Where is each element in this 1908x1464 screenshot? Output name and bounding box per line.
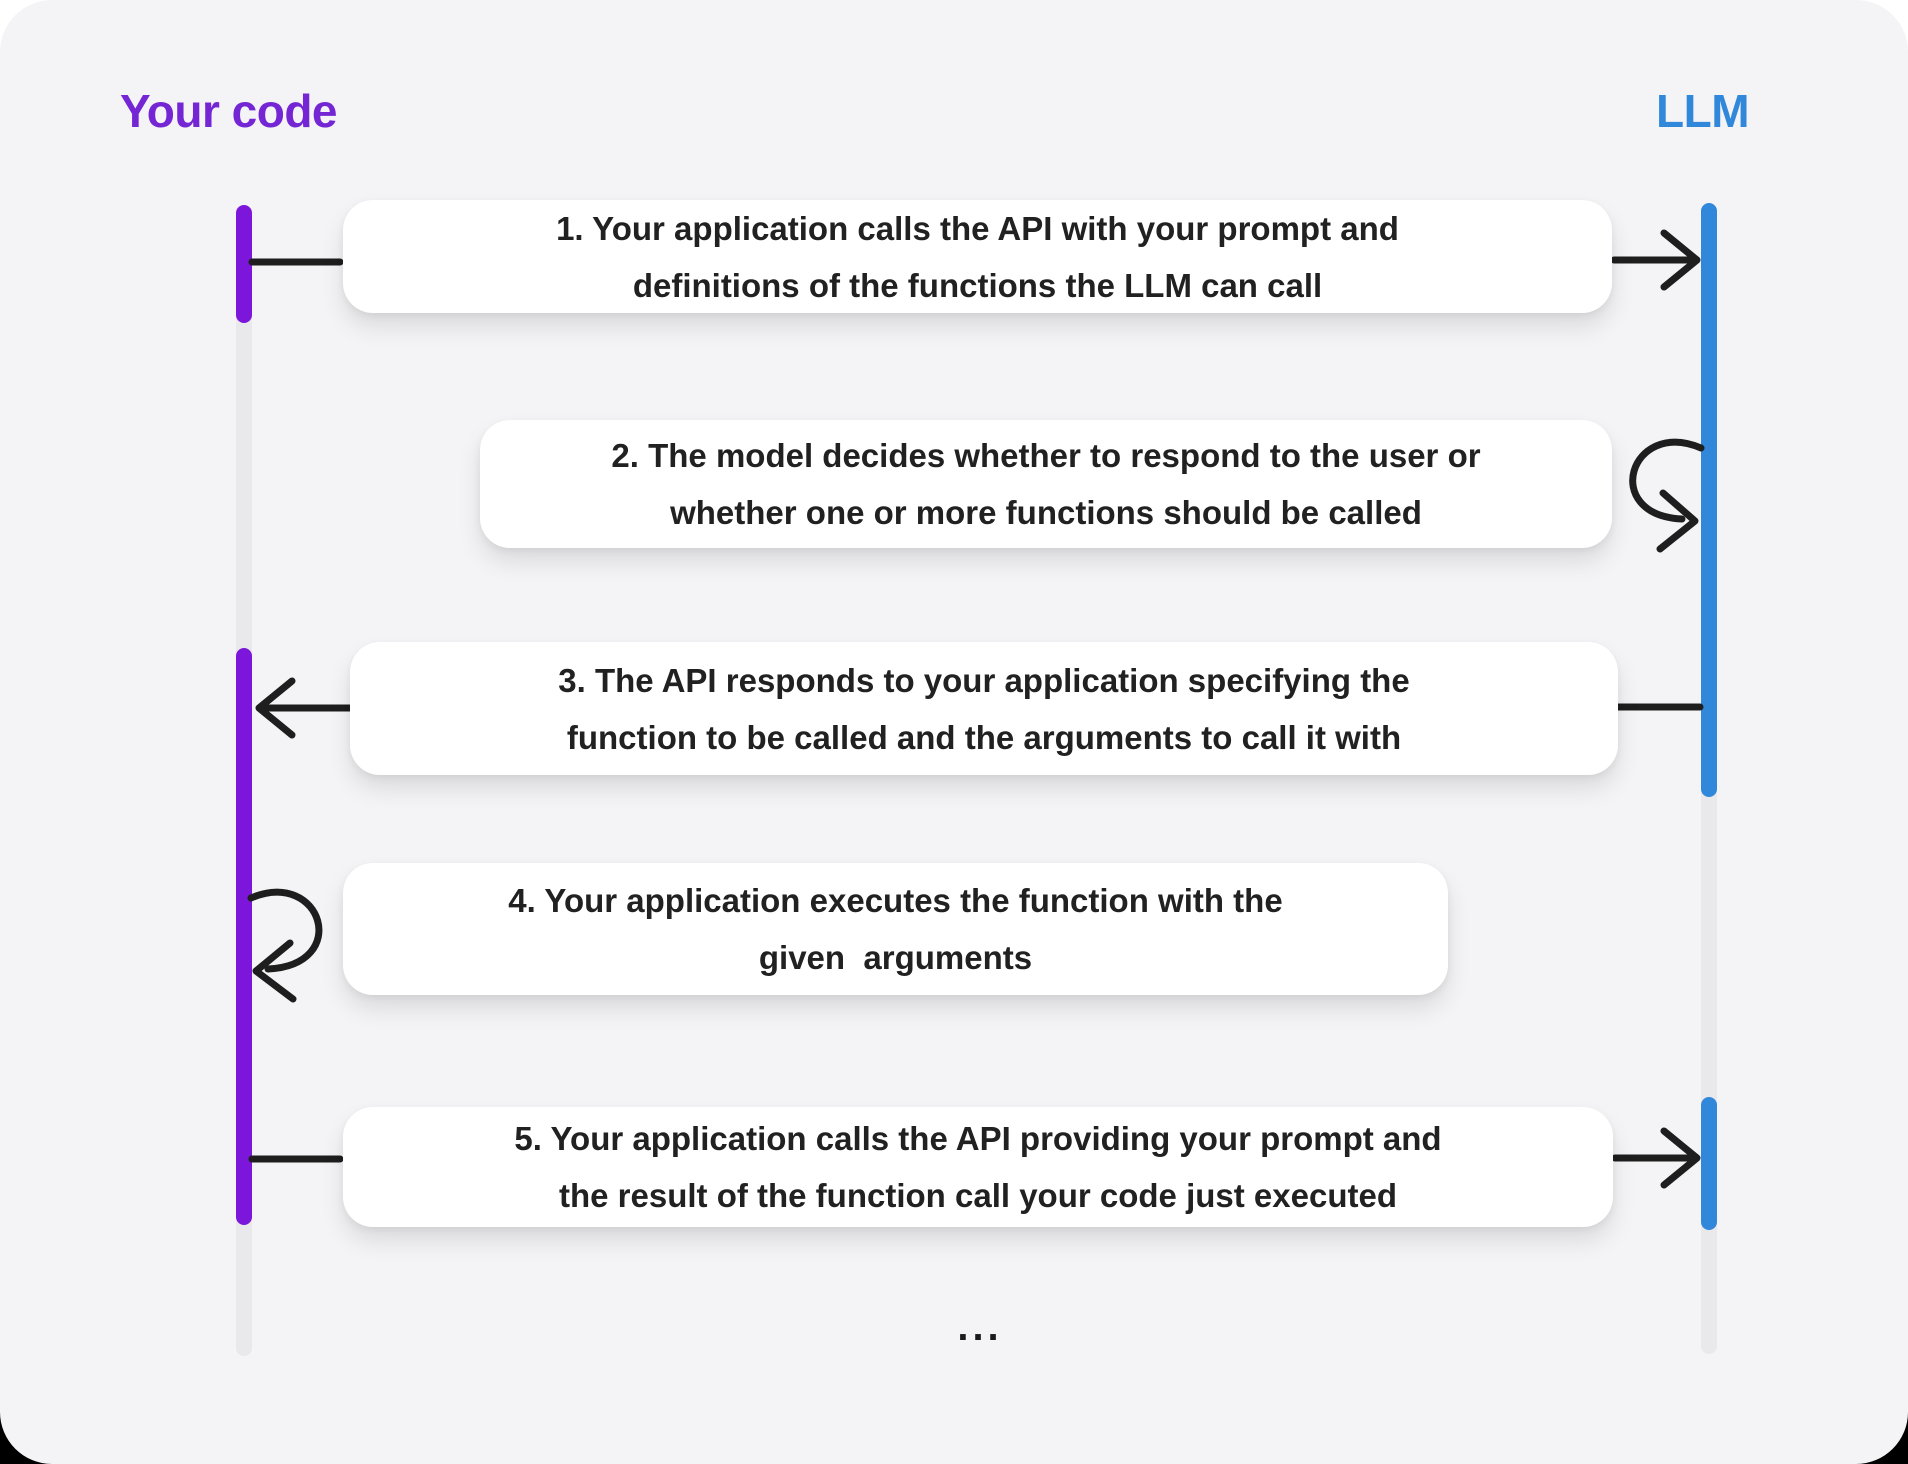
llm-activation-bar-1 <box>1701 203 1717 797</box>
step-4-text-line-2: given arguments <box>758 939 1033 976</box>
step-3-box: 3. The API responds to your application … <box>350 642 1618 775</box>
step-3-text-line-2: function to be called and the arguments … <box>566 718 1402 756</box>
actor-llm-label: LLM <box>1656 85 1750 137</box>
actor-your-code-label: Your code <box>120 85 338 137</box>
continuation-ellipsis: ... <box>957 1305 1003 1349</box>
step-5-text-line-2: the result of the function call your cod… <box>559 1177 1397 1214</box>
step-2-box: 2. The model decides whether to respond … <box>480 420 1612 548</box>
llm-activation-bar-2 <box>1701 1097 1717 1230</box>
step-2-text-line-2: whether one or more functions should be … <box>670 494 1422 531</box>
step-4-box: 4. Your application executes the functio… <box>343 863 1448 995</box>
your-code-activation-bar-1 <box>236 205 252 323</box>
step-5-text-line-1: 5. Your application calls the API provid… <box>514 1120 1442 1157</box>
step-3-text-line-1: 3. The API responds to your application … <box>558 661 1410 699</box>
step-1-text-line-1: 1. Your application calls the API with y… <box>556 209 1399 247</box>
step-1-box: 1. Your application calls the API with y… <box>343 200 1612 313</box>
step-5-box: 5. Your application calls the API provid… <box>343 1107 1613 1227</box>
step-2-text-line-1: 2. The model decides whether to respond … <box>611 437 1481 474</box>
step-1-text-line-2: definitions of the functions the LLM can… <box>632 266 1323 304</box>
your-code-activation-bar-2 <box>236 648 252 1225</box>
step-4-text-line-1: 4. Your application executes the functio… <box>508 882 1283 919</box>
